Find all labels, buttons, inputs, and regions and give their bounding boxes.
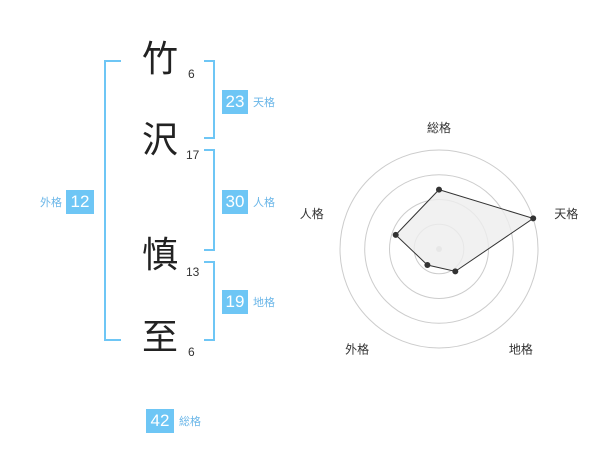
- stroke-count-2: 17: [186, 148, 200, 162]
- radar-point-4: [424, 262, 431, 268]
- tenkaku-value: 23: [222, 90, 248, 114]
- radar-point-1: [436, 186, 442, 193]
- radar-axis-label-5: 人格: [300, 206, 324, 221]
- tenkaku-group: 23 天格: [222, 90, 275, 114]
- stroke-count-4: 6: [188, 345, 195, 359]
- radar-axis-label-2: 天格: [554, 206, 578, 221]
- jinkaku-bracket: [204, 149, 215, 251]
- chikaku-label: 地格: [253, 295, 275, 309]
- soukaku-label: 総格: [179, 414, 201, 428]
- gaikaku-group: 外格 12: [40, 190, 94, 214]
- jinkaku-group: 30 人格: [222, 190, 275, 214]
- tenkaku-label: 天格: [253, 95, 275, 109]
- gaikaku-bracket: [104, 60, 121, 341]
- radar-area: [394, 189, 535, 272]
- stroke-count-3: 13: [186, 265, 200, 279]
- jinkaku-label: 人格: [253, 195, 275, 209]
- radar-axis-label-4: 外格: [345, 341, 369, 356]
- stroke-count-1: 6: [188, 67, 195, 81]
- jinkaku-value: 30: [222, 190, 248, 214]
- radar-point-3: [452, 268, 459, 275]
- radar-axis-label-1: 総格: [427, 120, 451, 135]
- radar-point-2: [530, 215, 537, 222]
- gaikaku-label: 外格: [40, 195, 62, 209]
- soukaku-value: 42: [146, 409, 174, 433]
- chikaku-value: 19: [222, 290, 248, 314]
- tenkaku-bracket: [204, 60, 215, 139]
- radar-ring: [364, 174, 514, 324]
- chikaku-group: 19 地格: [222, 290, 275, 314]
- name-char-1: 竹: [142, 39, 179, 80]
- radar-point-5: [392, 231, 399, 238]
- name-char-3: 慎: [142, 235, 179, 276]
- radar-ring: [339, 149, 539, 349]
- soukaku-group: 42 総格: [146, 409, 201, 433]
- radar-axis-label-3: 地格: [509, 341, 533, 356]
- name-char-2: 沢: [142, 120, 179, 161]
- gaikaku-value: 12: [66, 190, 94, 214]
- name-char-4: 至: [142, 317, 179, 358]
- chikaku-bracket: [204, 261, 215, 341]
